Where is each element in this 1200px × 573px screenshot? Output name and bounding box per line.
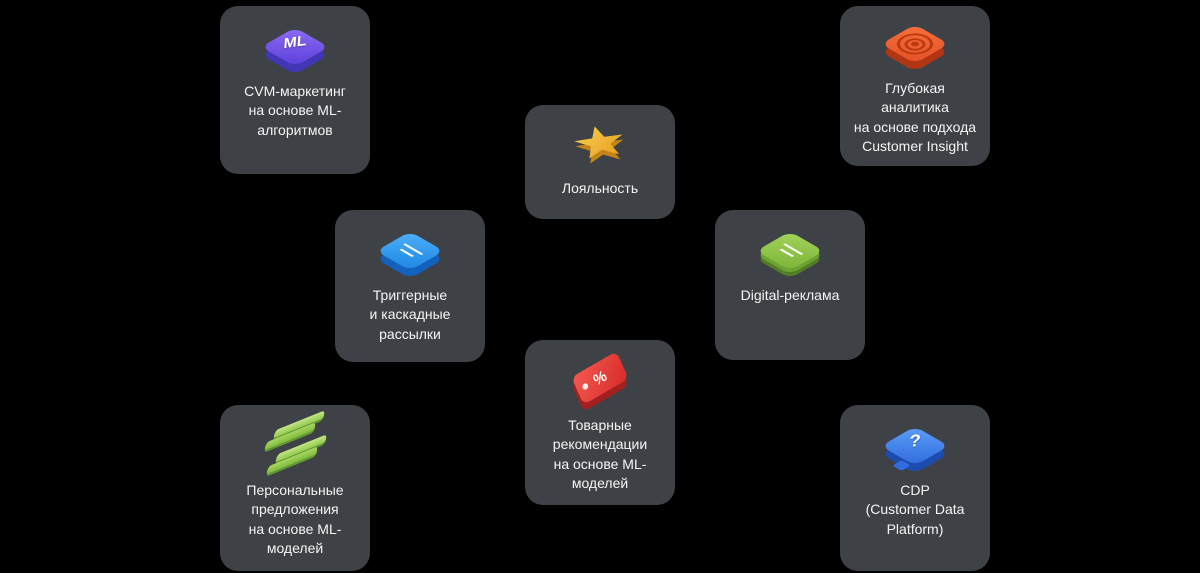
price-tag-hole: [581, 382, 590, 391]
layers-icon: [753, 222, 827, 280]
card-label: Глубокая аналитика на основе подхода Cus…: [853, 80, 977, 154]
target-ring-mid: [900, 35, 930, 53]
bars-icon: [258, 410, 332, 477]
star-icon: [563, 115, 637, 173]
card-label: CDP (Customer Data Platform): [865, 482, 965, 537]
card-trigger-mailings: Триггерные и каскадные рассылки: [335, 210, 485, 362]
card-cvm-marketing: ML CVM-маркетинг на основе ML- алгоритмо…: [220, 6, 370, 174]
price-tag-icon: %: [563, 351, 637, 412]
card-personal-offers: Персональные предложения на основе ML- м…: [220, 405, 370, 571]
card-label: Триггерные и каскадные рассылки: [369, 287, 451, 342]
target-icon: [878, 15, 952, 73]
price-tag-percent: %: [590, 366, 610, 390]
card-loyalty: Лояльность: [525, 105, 675, 219]
mail-icon: [373, 222, 447, 280]
card-product-recommendations: % Товарные рекомендации на основе ML- мо…: [525, 340, 675, 505]
ml-badge-icon: ML: [258, 18, 332, 76]
card-label: CVM-маркетинг на основе ML- алгоритмов: [244, 83, 346, 138]
card-label: Товарные рекомендации на основе ML- моде…: [552, 417, 648, 491]
card-label: Лояльность: [561, 180, 639, 196]
star-icon-svg: [574, 126, 624, 164]
card-label: Персональные предложения на основе ML- м…: [246, 482, 344, 556]
target-ring-dot: [909, 40, 921, 48]
card-deep-analytics: Глубокая аналитика на основе подхода Cus…: [840, 6, 990, 166]
card-cdp: ? CDP (Customer Data Platform): [840, 405, 990, 571]
card-label: Digital-реклама: [740, 287, 840, 303]
card-digital-ads: Digital-реклама: [715, 210, 865, 360]
chat-question-icon: ?: [878, 417, 952, 475]
